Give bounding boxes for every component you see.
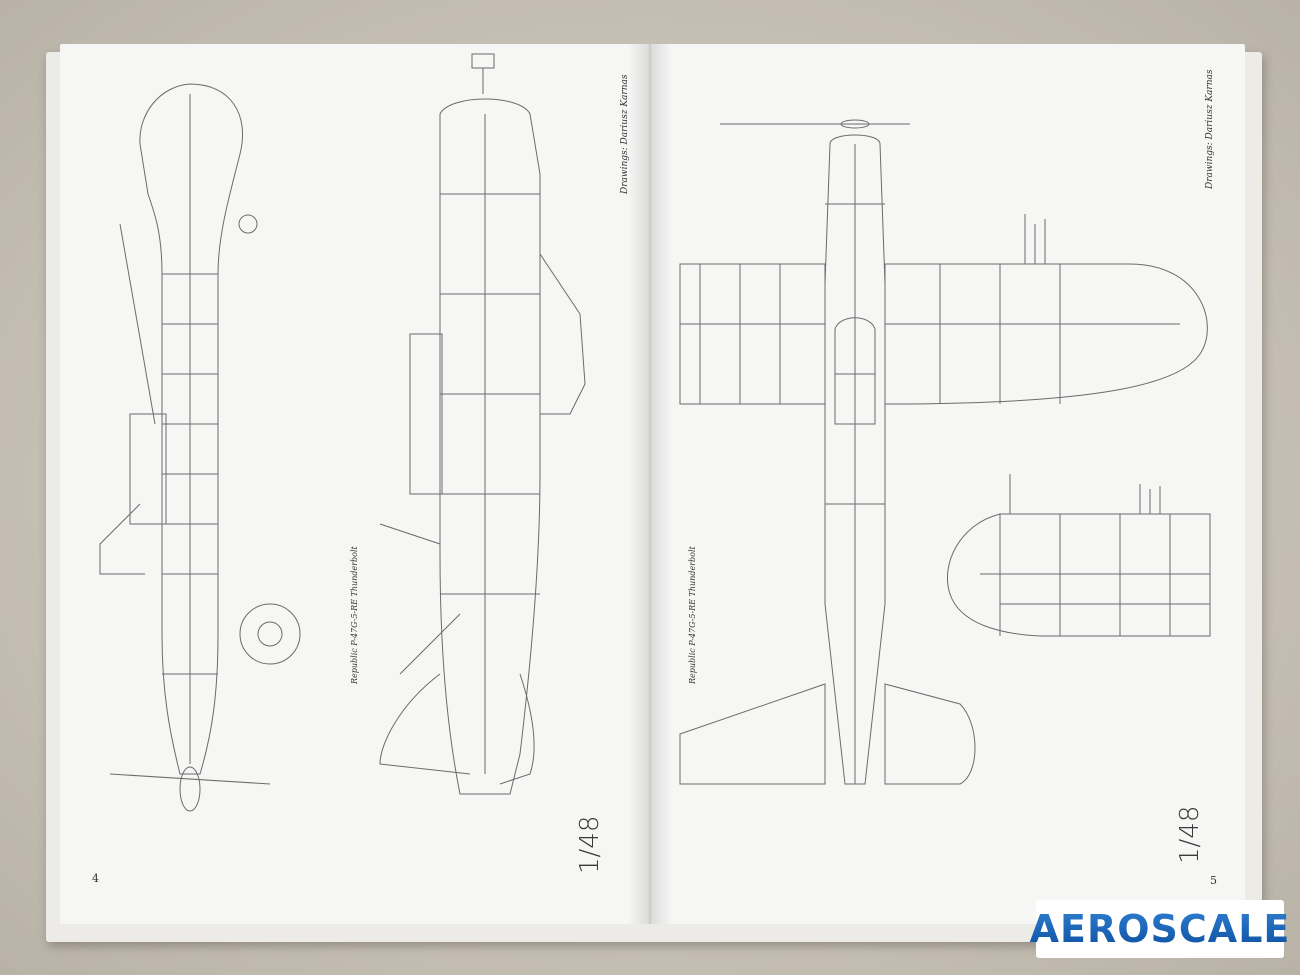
left-page: Republic P-47G-5-RE Thunderbolt Drawings… [60, 44, 650, 924]
right-caption: Republic P-47G-5-RE Thunderbolt [688, 546, 697, 684]
right-page: Republic P-47G-5-RE Thunderbolt Drawings… [650, 44, 1245, 924]
left-caption: Republic P-47G-5-RE Thunderbolt [350, 546, 359, 684]
top-profile-drawing [360, 54, 620, 814]
planform-drawing [680, 84, 1210, 804]
logo-wordmark: AEROSCALE [1029, 907, 1291, 951]
left-scale-label: 1/48 [575, 815, 605, 874]
book-gutter [628, 44, 672, 924]
wing-detail-drawing [940, 474, 1220, 644]
left-page-number: 4 [92, 872, 99, 885]
right-credit: Drawings: Dariusz Karnas [1205, 69, 1215, 190]
aeroscale-logo: AEROSCALE [1030, 900, 1289, 958]
right-page-number: 5 [1210, 874, 1217, 887]
right-scale-label: 1/48 [1175, 805, 1205, 864]
side-profile-drawing [100, 74, 280, 814]
